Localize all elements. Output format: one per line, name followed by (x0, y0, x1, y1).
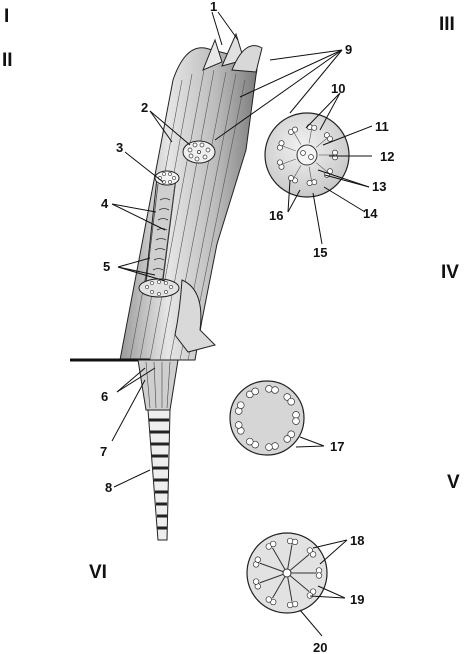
callout-9: 9 (345, 42, 352, 57)
cross-section-v (246, 532, 328, 614)
panel-label-ii: II (2, 50, 13, 71)
cross-section-iii (264, 112, 350, 198)
leader-lines (111, 11, 373, 637)
callout-5: 5 (103, 259, 110, 274)
callout-17: 17 (330, 439, 344, 454)
callout-16: 16 (269, 208, 283, 223)
callout-13: 13 (372, 179, 386, 194)
callout-11: 11 (375, 119, 389, 134)
callout-6: 6 (101, 389, 108, 404)
panel-label-i: I (4, 6, 9, 27)
callout-1: 1 (210, 0, 217, 14)
cross-section-iv (229, 380, 305, 456)
callout-3: 3 (116, 140, 123, 155)
panel-label-iv: IV (441, 262, 459, 283)
callout-10: 10 (331, 81, 345, 96)
callout-8: 8 (105, 480, 112, 495)
callout-2: 2 (141, 100, 148, 115)
panel-label-vi: VI (89, 562, 107, 583)
callout-18: 18 (350, 533, 364, 548)
callout-14: 14 (363, 206, 378, 221)
cilium-longitudinal-illustration (70, 32, 263, 541)
callout-19: 19 (350, 592, 364, 607)
callout-7: 7 (100, 444, 107, 459)
callout-20: 20 (313, 640, 327, 654)
callout-12: 12 (380, 149, 394, 164)
callout-15: 15 (313, 245, 327, 260)
panel-label-v: V (447, 472, 460, 493)
panel-label-iii: III (439, 14, 455, 35)
callout-4: 4 (101, 196, 109, 211)
